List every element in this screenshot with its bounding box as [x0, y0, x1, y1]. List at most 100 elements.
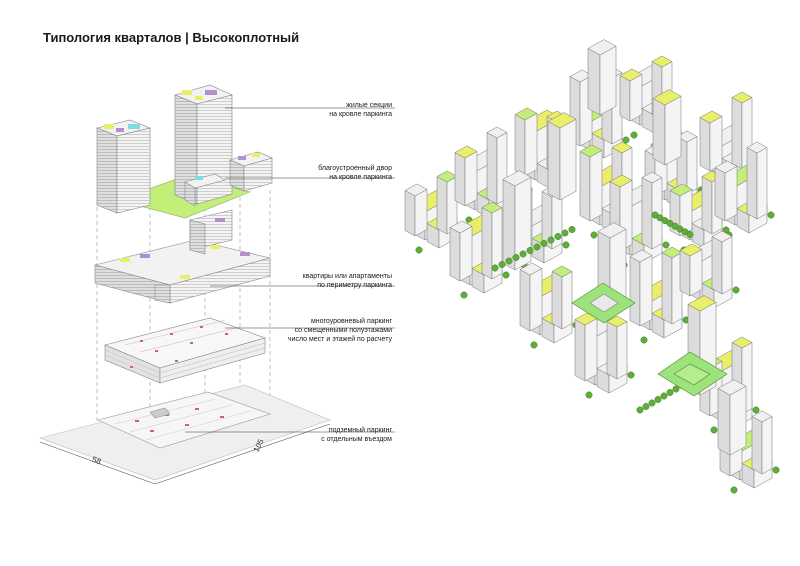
tree: [533, 243, 541, 251]
building-roof: [699, 110, 723, 124]
building-side: [547, 120, 561, 201]
building-front: [689, 248, 703, 297]
tree: [590, 231, 598, 239]
label-apartments: квартиры или апартаменты по периметру па…: [302, 273, 392, 289]
building-front: [761, 416, 773, 475]
tree: [491, 264, 499, 272]
tree: [530, 341, 538, 349]
tree: [642, 403, 650, 410]
building-roof: [436, 170, 458, 183]
tree: [526, 247, 534, 254]
tree: [502, 271, 510, 279]
building-side: [404, 190, 416, 237]
building-side: [679, 250, 691, 297]
building-roof: [579, 144, 603, 158]
tree: [554, 233, 562, 240]
building-roof: [746, 141, 768, 154]
tree: [730, 486, 738, 494]
building-front: [664, 95, 682, 166]
tree: [415, 246, 423, 254]
building-front: [529, 267, 543, 332]
building-side: [579, 151, 591, 222]
tree: [640, 336, 648, 344]
building-side: [436, 176, 448, 235]
perimeter-apartments: [93, 209, 271, 304]
building-front: [459, 225, 473, 282]
building-roof: [714, 160, 738, 174]
tree: [772, 466, 780, 474]
tree: [660, 392, 668, 400]
building-roof: [669, 183, 693, 197]
building-roof: [687, 295, 717, 312]
building-front: [724, 165, 738, 222]
tree: [662, 241, 670, 249]
building-roof: [547, 112, 577, 129]
building-roof: [731, 91, 753, 104]
underground-parking: [97, 391, 271, 449]
tree: [540, 240, 548, 247]
tree: [505, 257, 513, 265]
building-side: [699, 117, 711, 172]
building-front: [729, 385, 747, 456]
building-roof: [449, 220, 473, 234]
building-front: [561, 271, 573, 330]
tree: [547, 236, 555, 244]
building-roof: [606, 315, 628, 328]
building-roof: [587, 39, 617, 56]
building-front: [464, 150, 478, 207]
building-roof: [679, 243, 703, 257]
building-roof: [731, 336, 753, 349]
exploded-layers: [38, 84, 395, 485]
isometric-city-plan: [404, 39, 780, 494]
tree: [512, 254, 520, 261]
tree: [666, 389, 674, 396]
building-front: [629, 73, 643, 122]
building-front: [589, 149, 603, 222]
building-roof: [611, 141, 633, 154]
leader-lines: [185, 107, 395, 433]
building-side: [486, 132, 498, 205]
tree: [767, 211, 775, 219]
building-side: [629, 256, 641, 327]
building-roof: [574, 312, 598, 326]
building-front: [584, 317, 598, 382]
tree: [630, 131, 638, 139]
tree: [686, 231, 694, 239]
building-side: [701, 176, 713, 235]
building-side: [714, 167, 726, 222]
tower-left: [96, 119, 151, 214]
building-side: [717, 387, 731, 456]
tree: [498, 261, 506, 268]
building-side: [746, 147, 758, 220]
building-roof: [717, 379, 747, 396]
building-roof: [514, 107, 538, 121]
tree: [561, 229, 569, 237]
building-roof: [619, 68, 643, 82]
tree: [648, 399, 656, 407]
building-side: [519, 269, 531, 332]
tower-right: [174, 84, 233, 205]
building-front: [414, 188, 428, 237]
building-roof: [641, 171, 663, 184]
tree: [752, 406, 760, 414]
building-side: [661, 252, 673, 325]
building-side: [514, 114, 526, 177]
building-roof: [519, 262, 543, 276]
building-roof: [751, 410, 773, 423]
building-front: [616, 321, 628, 380]
building-roof: [711, 230, 733, 243]
tree: [636, 406, 644, 414]
building-roof: [661, 246, 683, 259]
building-roof: [551, 265, 573, 278]
building-side: [587, 47, 601, 116]
courtyard-block: [184, 151, 273, 207]
building-roof: [651, 55, 673, 68]
tree: [732, 286, 740, 294]
tree: [519, 250, 527, 258]
label-courtyard: благоустроенный двор на кровле паркинга: [318, 165, 392, 181]
tree: [562, 241, 570, 249]
label-residential-sections: жилые секции на кровле паркинга: [329, 102, 392, 118]
building-front: [756, 147, 768, 220]
building-side: [731, 97, 743, 170]
